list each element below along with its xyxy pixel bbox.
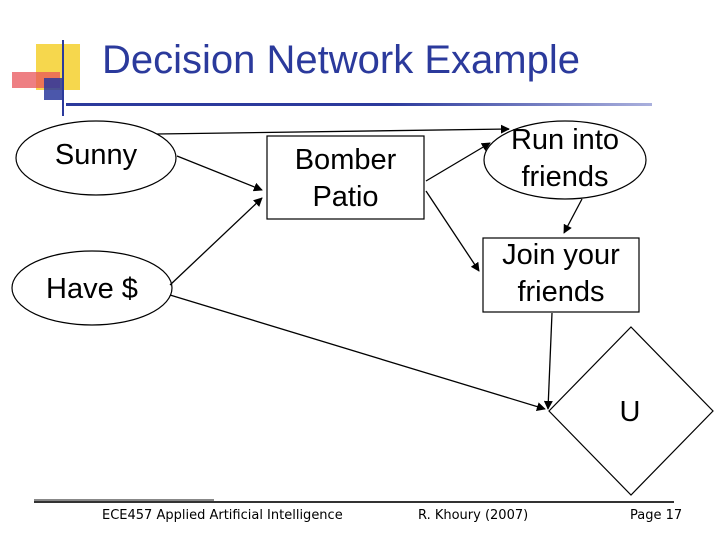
arrow-have-money-to-utility (169, 294, 546, 411)
node-bomber-patio-shape (266, 135, 425, 220)
arrow-run-into-to-join-friends (563, 198, 583, 234)
node-run-into-friends-shape (483, 120, 647, 200)
arrow-have-money-to-bomber (169, 197, 263, 286)
footer-rule (34, 501, 674, 503)
footer-author: R. Khoury (2007) (418, 508, 529, 523)
footer-page-number: Page 17 (630, 508, 683, 523)
node-utility-shape (548, 326, 714, 496)
node-have-money-label: Have $ (46, 273, 138, 306)
node-have-money-shape (11, 250, 173, 326)
footer-course: ECE457 Applied Artificial Intelligence (102, 508, 343, 523)
slide-logo-graphic (12, 40, 80, 116)
node-sunny-label: Sunny (54, 139, 138, 172)
slide-title: Decision Network Example (102, 38, 580, 82)
node-bomber-patio-label: Bomber Patio (294, 143, 397, 213)
title-underline (66, 103, 652, 106)
arrow-bomber-to-join-friends (425, 190, 480, 272)
arrow-sunny-to-bomber (176, 155, 263, 192)
node-join-friends-label: Join your friends (502, 238, 620, 308)
node-sunny-shape (15, 120, 177, 196)
arrow-bomber-to-run-into-friends (425, 142, 491, 182)
footer-rule-accent (34, 499, 214, 501)
arrow-join-friends-to-utility (543, 312, 553, 410)
node-utility-label: U (619, 396, 641, 429)
node-run-into-friends-label: Run into friends (510, 123, 619, 193)
node-join-friends-shape (482, 237, 640, 313)
arrow-sunny-to-run-into-friends (156, 124, 510, 135)
